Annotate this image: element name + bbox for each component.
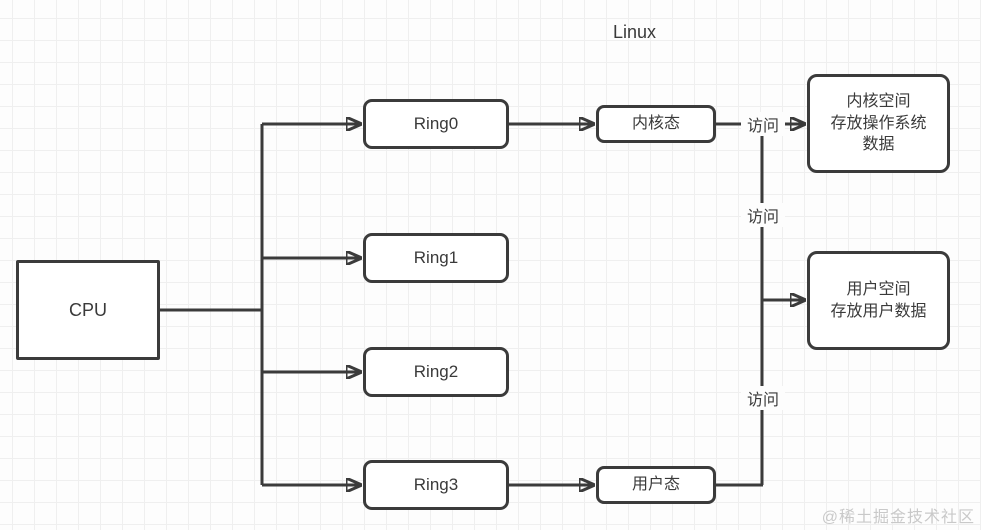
node-kernel-space-label: 内核空间 存放操作系统 数据 bbox=[830, 93, 927, 154]
node-user-space[interactable]: 用户空间 存放用户数据 bbox=[807, 251, 950, 350]
watermark: @稀土掘金技术社区 bbox=[821, 509, 975, 526]
node-ring0[interactable]: Ring0 bbox=[363, 99, 509, 149]
node-kernel-mode[interactable]: 内核态 bbox=[596, 105, 716, 143]
node-user-space-label: 用户空间 存放用户数据 bbox=[830, 280, 927, 320]
node-ring3[interactable]: Ring3 bbox=[363, 460, 509, 510]
node-kernel-space[interactable]: 内核空间 存放操作系统 数据 bbox=[807, 74, 950, 173]
node-ring2[interactable]: Ring2 bbox=[363, 347, 509, 397]
node-ring1[interactable]: Ring1 bbox=[363, 233, 509, 283]
diagram-title: Linux bbox=[613, 22, 657, 42]
edge-label-user-access: 访问 bbox=[741, 386, 785, 410]
node-user-mode[interactable]: 用户态 bbox=[596, 466, 716, 504]
node-ring0-label: Ring0 bbox=[413, 113, 459, 133]
node-user-mode-label: 用户态 bbox=[631, 476, 680, 494]
node-ring2-label: Ring2 bbox=[413, 361, 459, 381]
edge-label-kernel-access: 访问 bbox=[741, 112, 785, 136]
node-cpu-label: CPU bbox=[68, 299, 107, 320]
node-cpu[interactable]: CPU bbox=[16, 260, 160, 360]
edge-label-kernel-to-user-access: 访问 bbox=[741, 203, 785, 227]
node-kernel-mode-label: 内核态 bbox=[631, 115, 680, 133]
node-ring1-label: Ring1 bbox=[413, 247, 459, 267]
node-ring3-label: Ring3 bbox=[413, 474, 459, 494]
